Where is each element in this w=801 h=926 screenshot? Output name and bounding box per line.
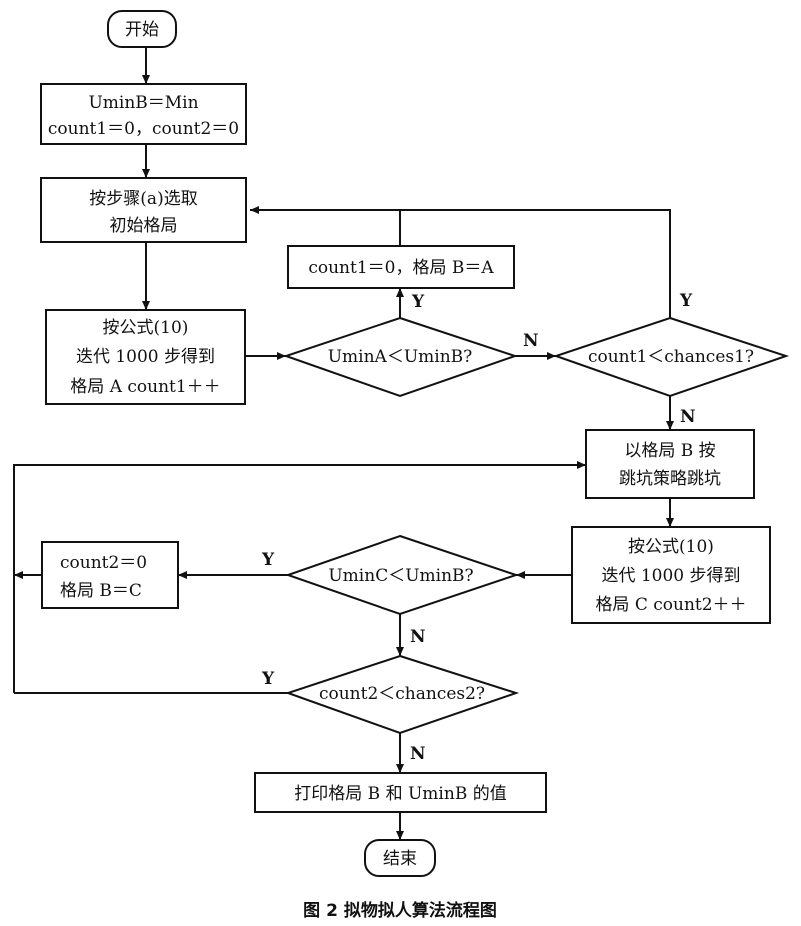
node-iterate-c: 按公式(10) 迭代 1000 步得到 格局 C count2＋＋ [571, 526, 771, 624]
node-iterate-a-line: 按公式(10) [103, 318, 189, 338]
edge-chances1-yes [400, 209, 671, 318]
node-iterate-c-line: 按公式(10) [628, 537, 714, 557]
node-reset-c: count2＝0 格局 B＝C [41, 541, 179, 609]
node-iterate-a-line: 格局 A count1＋＋ [70, 377, 220, 397]
node-select-line: 按步骤(a)选取 [89, 189, 197, 209]
node-reset-a: count1＝0，格局 B＝A [287, 245, 515, 289]
edge-reset-a-select [250, 206, 401, 246]
edge-label-chances2-yes: Y [261, 669, 275, 689]
node-select-initial: 按步骤(a)选取 初始格局 [40, 177, 247, 243]
node-start: 开始 [107, 10, 177, 48]
node-iterate-c-line: 格局 C count2＋＋ [595, 595, 746, 615]
node-init: UminB＝Min count1＝0，count2＝0 [40, 83, 247, 145]
node-select-line: 初始格局 [110, 216, 178, 236]
edges [13, 47, 674, 840]
node-reset-c-line: count2＝0 [60, 553, 147, 573]
node-jump: 以格局 B 按 跳坑策略跳坑 [585, 429, 755, 499]
figure-caption: 图 2 拟物拟人算法流程图 [303, 900, 497, 921]
node-decision-chances1: count1＜chances1? [552, 316, 790, 398]
node-decision-chances1-line: count1＜chances1? [588, 347, 754, 367]
node-start-line: 开始 [125, 20, 159, 40]
edge-loop-jump [13, 461, 586, 693]
node-decision-chances2: count2＜chances2? [284, 654, 520, 735]
node-decision-c-line: UminC＜UminB? [328, 566, 473, 586]
node-reset-c-line: 格局 B＝C [60, 581, 142, 601]
node-init-line: count1＝0，count2＝0 [48, 119, 239, 139]
node-print-line: 打印格局 B 和 UminB 的值 [294, 784, 506, 804]
node-decision-c: UminC＜UminB? [284, 534, 520, 616]
node-init-line: UminB＝Min [88, 93, 198, 113]
node-end-line: 结束 [383, 849, 417, 869]
node-jump-line: 跳坑策略跳坑 [619, 469, 721, 489]
edge-label-c-no: N [410, 627, 426, 647]
edge-label-chances2-no: N [410, 744, 426, 764]
node-decision-a: UminA＜UminB? [282, 316, 519, 398]
node-jump-line: 以格局 B 按 [624, 441, 715, 461]
node-decision-chances2-line: count2＜chances2? [319, 684, 485, 704]
node-reset-a-line: count1＝0，格局 B＝A [308, 258, 494, 278]
edge-label-a-no: N [523, 331, 539, 351]
edge-label-a-yes: Y [411, 292, 425, 312]
node-print: 打印格局 B 和 UminB 的值 [254, 772, 547, 813]
node-end: 结束 [364, 839, 436, 877]
node-iterate-a: 按公式(10) 迭代 1000 步得到 格局 A count1＋＋ [45, 309, 246, 405]
node-iterate-c-line: 迭代 1000 步得到 [601, 566, 740, 586]
edge-label-c-yes: Y [261, 550, 275, 570]
edge-labels: Y N Y N Y N Y N [261, 291, 696, 764]
edge-label-chances1-yes: Y [679, 291, 693, 311]
node-iterate-a-line: 迭代 1000 步得到 [76, 347, 215, 367]
node-decision-a-line: UminA＜UminB? [328, 347, 473, 367]
edge-label-chances1-no: N [680, 407, 696, 427]
